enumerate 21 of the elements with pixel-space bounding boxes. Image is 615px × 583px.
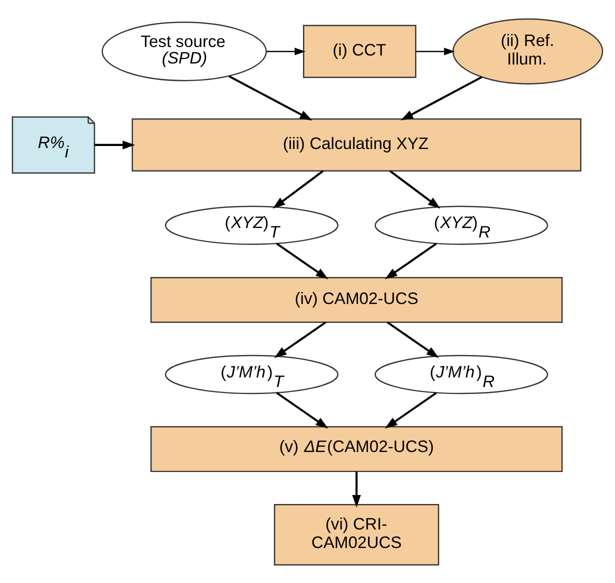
- arrow: [94, 140, 136, 149]
- arrow: [274, 320, 326, 358]
- arrow: [352, 471, 361, 508]
- arrow: [416, 47, 455, 55]
- arrow: [384, 392, 437, 428]
- node-box: (iii) Calculating XYZ: [132, 118, 582, 172]
- node-box: (i) CCT: [302, 24, 416, 78]
- node-ellipse: (ii) Ref. Illum.: [452, 18, 604, 84]
- arrow: [276, 392, 328, 428]
- arrow: [389, 170, 440, 208]
- arrow: [386, 320, 439, 358]
- arrow: [272, 170, 324, 208]
- arrow: [384, 242, 437, 279]
- arrow: [228, 74, 312, 120]
- arrow: [400, 76, 482, 120]
- node-box: (v) ΔE(CAM02-UCS): [150, 426, 563, 472]
- node-box: (vi) CRI- CAM02UCS: [274, 504, 440, 565]
- arrow: [266, 47, 306, 55]
- node-ellipse: Test source (SPD): [102, 21, 267, 81]
- node-box: (iv) CAM02-UCS: [150, 276, 563, 322]
- arrow: [276, 242, 328, 279]
